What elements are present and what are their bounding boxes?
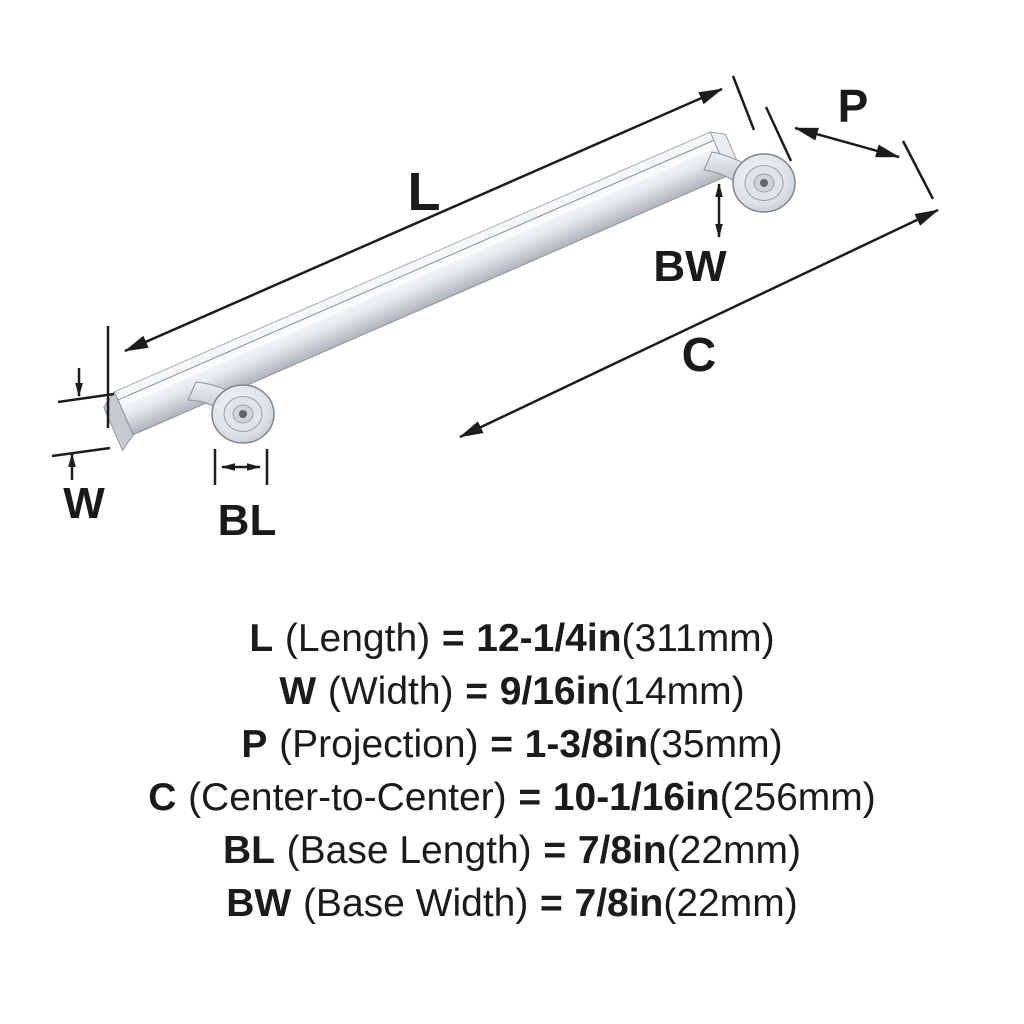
dim-label-P: P bbox=[838, 80, 869, 132]
spec-equals: = bbox=[465, 670, 489, 713]
dim-W-extension-bottom bbox=[51, 446, 111, 458]
spec-metric: (256mm) bbox=[719, 776, 876, 819]
spec-symbol: L bbox=[249, 617, 274, 660]
left-base-screw-hole bbox=[239, 410, 247, 418]
spec-row-center-to-center: C (Center-to-Center) =10-1/16in(256mm) bbox=[0, 771, 1024, 824]
spec-symbol: BL bbox=[222, 829, 275, 872]
spec-metric: (22mm) bbox=[663, 882, 798, 925]
spec-value: 10-1/16in bbox=[552, 776, 720, 819]
spec-value: 9/16in bbox=[499, 670, 611, 713]
spec-metric: (14mm) bbox=[610, 670, 745, 713]
dim-P-extension-right bbox=[901, 140, 935, 200]
dim-P-arrow bbox=[794, 126, 900, 159]
dim-label-BL: BL bbox=[218, 496, 277, 545]
spec-equals: = bbox=[540, 882, 563, 925]
spec-value: 7/8in bbox=[574, 882, 664, 925]
dim-label-C: C bbox=[682, 329, 717, 382]
spec-row-projection: P (Projection) = 1-3/8in(35mm) bbox=[0, 718, 1024, 771]
dim-label-W: W bbox=[63, 479, 105, 528]
spec-name: (Base Length) bbox=[286, 829, 532, 872]
spec-equals: = bbox=[490, 723, 513, 766]
dim-L-extension-right bbox=[731, 75, 756, 131]
spec-symbol: BW bbox=[226, 882, 292, 925]
spec-name: (Center-to-Center) bbox=[188, 776, 507, 819]
dim-C-arrow bbox=[459, 208, 939, 439]
spec-name: (Projection) bbox=[279, 723, 479, 766]
spec-value: 7/8in bbox=[577, 829, 667, 872]
dim-label-BW: BW bbox=[653, 242, 727, 291]
spec-equals: = bbox=[518, 776, 542, 819]
spec-row-length: L(Length)= 12-1/4in(311mm) bbox=[0, 612, 1024, 665]
spec-equals: = bbox=[543, 829, 567, 872]
right-base-screw-hole bbox=[760, 179, 768, 187]
left-base bbox=[211, 384, 275, 444]
dimension-lines bbox=[51, 75, 939, 485]
spec-row-width: W(Width) =9/16in(14mm) bbox=[0, 665, 1024, 718]
spec-symbol: W bbox=[279, 670, 317, 713]
spec-metric: (311mm) bbox=[621, 617, 775, 660]
spec-metric: (22mm) bbox=[666, 829, 802, 872]
spec-value: 12-1/4in bbox=[476, 617, 622, 660]
dim-W-extension-top bbox=[57, 392, 115, 404]
dim-L-arrow bbox=[124, 87, 723, 353]
spec-name: (Width) bbox=[327, 670, 454, 713]
spec-symbol: C bbox=[148, 776, 177, 819]
spec-equals: = bbox=[441, 617, 465, 660]
spec-value: 1-3/8in bbox=[524, 723, 649, 766]
spec-name: (Base Width) bbox=[302, 882, 529, 925]
spec-metric: (35mm) bbox=[648, 723, 783, 766]
spec-symbol: P bbox=[241, 723, 268, 766]
spec-name: (Length) bbox=[284, 617, 431, 660]
dim-label-L: L bbox=[408, 162, 441, 222]
spec-row-base-length: BL (Base Length) =7/8in(22mm) bbox=[0, 824, 1024, 877]
right-base bbox=[732, 153, 796, 213]
dim-P-extension-left bbox=[764, 106, 793, 162]
spec-row-base-width: BW(Base Width) = 7/8in(22mm) bbox=[0, 877, 1024, 930]
spec-list: L(Length)=12-1/4in(311mm) W(Width)=9/16i… bbox=[0, 612, 1024, 930]
